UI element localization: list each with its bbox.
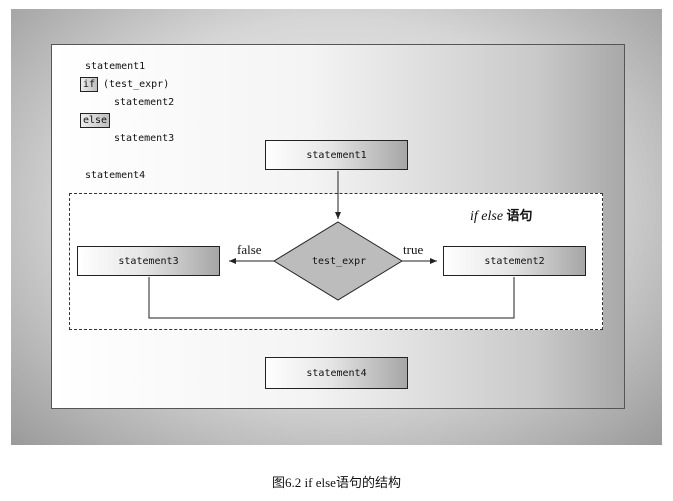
test-expr-label: test_expr xyxy=(312,256,367,267)
flow-statement3-box: statement3 xyxy=(77,246,220,276)
test-expr-diamond xyxy=(273,221,403,301)
if-else-title: if else 语句 xyxy=(470,205,533,225)
code-else-keyword: else xyxy=(80,113,111,128)
code-statement3: statement3 xyxy=(114,133,175,144)
flow-statement2-label: statement2 xyxy=(484,255,545,267)
if-else-title-zh: 语句 xyxy=(506,209,533,224)
code-if-condition: (test_expr) xyxy=(103,79,170,90)
code-statement2: statement2 xyxy=(114,97,175,108)
true-label: true xyxy=(403,242,424,257)
figure-caption: 图6.2 if else语句的结构 xyxy=(272,475,401,490)
flow-statement4-label: statement4 xyxy=(306,367,367,379)
code-statement4: statement4 xyxy=(85,170,146,181)
flow-statement2-box: statement2 xyxy=(443,246,586,276)
false-label: false xyxy=(237,242,262,257)
flow-statement4-box: statement4 xyxy=(265,357,408,389)
merge-line xyxy=(148,277,515,319)
flow-statement1-box: statement1 xyxy=(265,140,408,170)
flow-statement3-label: statement3 xyxy=(118,255,179,267)
code-statement1: statement1 xyxy=(85,61,146,72)
flow-statement1-label: statement1 xyxy=(306,149,367,161)
if-else-title-text: if else xyxy=(470,209,504,224)
code-if-keyword: if xyxy=(80,77,99,92)
